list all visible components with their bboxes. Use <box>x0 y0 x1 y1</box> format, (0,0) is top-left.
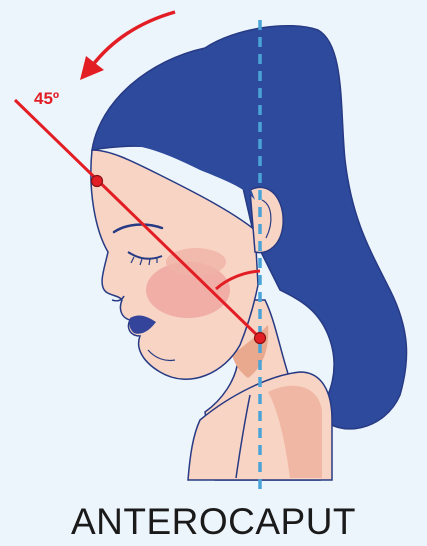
caption: ANTEROCAPUT <box>70 501 357 542</box>
collarbone-line <box>235 394 251 479</box>
lips <box>129 315 156 334</box>
cheek-highlight <box>166 248 226 276</box>
eye <box>127 251 163 260</box>
neck-point <box>253 331 267 345</box>
ear-inner <box>261 199 272 239</box>
rotation-arrowhead <box>80 56 104 80</box>
forehead-point <box>90 174 104 188</box>
rotation-arrow <box>90 10 176 68</box>
eyebrow <box>112 223 164 234</box>
cheek-blush <box>146 262 230 318</box>
hair <box>91 25 408 430</box>
hairline <box>92 139 255 200</box>
shoulder-shadow <box>268 385 322 478</box>
eyelashes <box>130 256 158 266</box>
head-tilt-line <box>13 98 262 340</box>
chin-line <box>147 349 176 362</box>
ear <box>249 186 284 254</box>
nostril <box>111 295 125 302</box>
angle-label: 45º <box>34 89 59 108</box>
angle-arc <box>214 269 261 291</box>
